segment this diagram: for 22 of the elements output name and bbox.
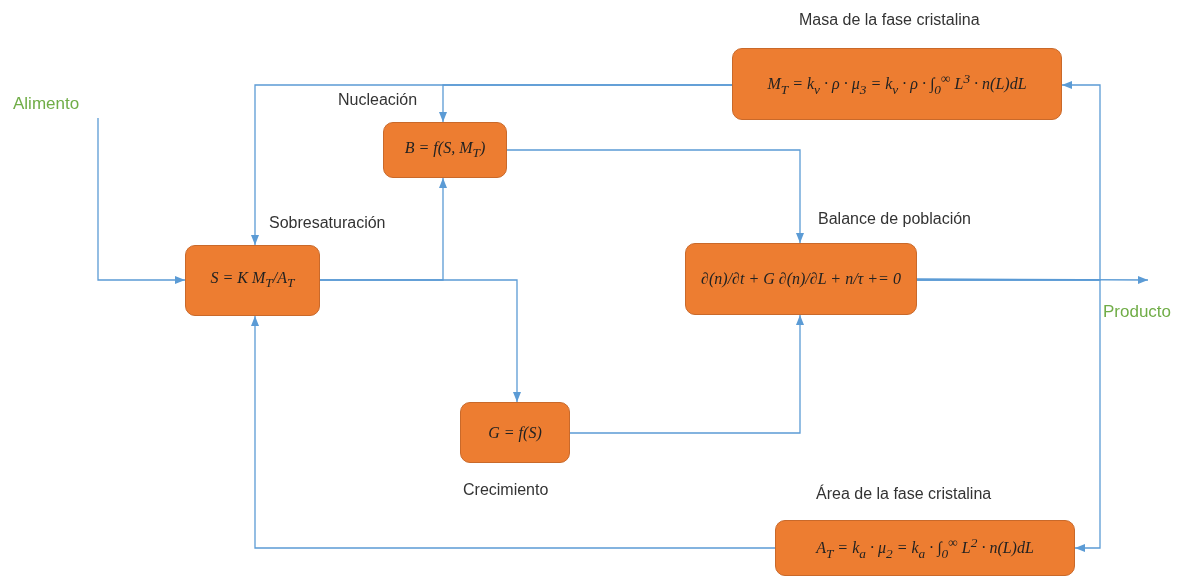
connector-arrow — [97, 117, 186, 285]
formula: B = f(S, M$_{T}$) — [404, 138, 486, 162]
connector-arrow — [916, 275, 1149, 285]
formula: S = K M$_{T}$/A$_{T}$ — [210, 269, 295, 292]
connector-arrow — [569, 314, 805, 434]
box-heading: Masa de la fase cristalina — [799, 11, 980, 29]
box-heading: Crecimiento — [463, 481, 549, 499]
connector-arrow — [506, 149, 805, 244]
connector-arrow — [250, 315, 776, 549]
connector-arrow — [916, 279, 1101, 553]
formula: G = f(S) — [488, 423, 542, 442]
connector-arrow — [319, 279, 522, 403]
flow-label: Producto — [1103, 302, 1172, 322]
formula: M$_{T}$ = k$_{v}$ · ρ · μ$_{3}$ = k$_{v}$ · ρ · ∫$_{0}$$^{∞}$ L$^{3}$ · n(L)dL — [767, 70, 1027, 98]
box-heading: Balance de población — [818, 210, 971, 228]
formula: A$_{T}$ = k$_{a}$ · μ$_{2}$ = k$_{a}$ · ∫$_{0}$$^{∞}$ L$^{2}$ · n(L)dL — [816, 534, 1034, 562]
formula: ∂(n)/∂t + G ∂(n)/∂L + n/τ += 0 — [701, 270, 901, 288]
connector-arrow — [438, 84, 733, 123]
box-heading: Sobresaturación — [269, 214, 386, 232]
flow-label: Alimento — [13, 94, 80, 114]
box-heading: Área de la fase cristalina — [816, 485, 992, 503]
box-heading: Nucleación — [338, 91, 418, 109]
